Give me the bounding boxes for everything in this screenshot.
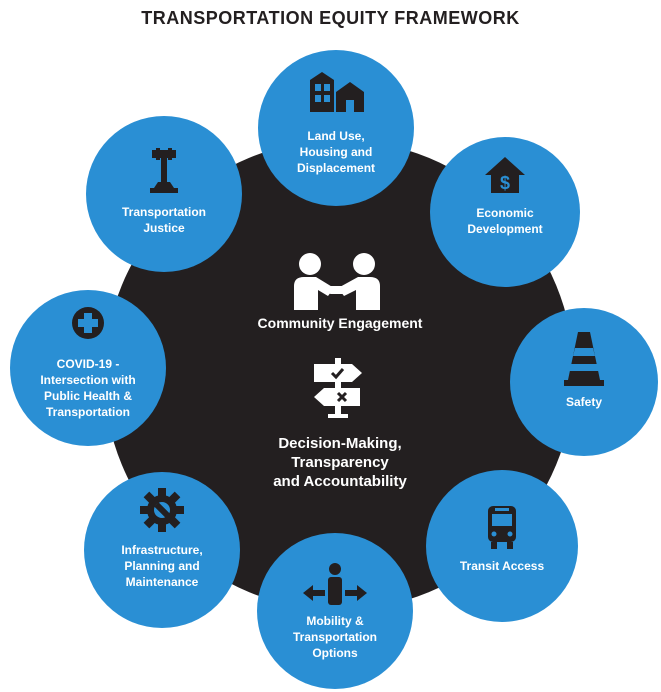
node-transit-access-label: Transit Access	[459, 559, 545, 573]
handshake-icon	[294, 253, 380, 310]
community-engagement-label: Community Engagement	[257, 315, 423, 331]
node-mobility: Mobility & Transportation Options	[257, 533, 413, 689]
node-land-use-label: Land Use, Housing and Displacement	[296, 129, 376, 175]
medical-cross-icon	[72, 307, 104, 339]
node-covid-19-label: COVID-19 - Intersection with Public Heal…	[40, 357, 136, 419]
node-land-use: Land Use, Housing and Displacement	[258, 50, 414, 206]
gavel-icon	[150, 148, 178, 193]
node-mobility-label: Mobility & Transportation Options	[292, 614, 377, 660]
node-covid-19: COVID-19 - Intersection with Public Heal…	[10, 290, 166, 446]
node-infrastructure: Infrastructure, Planning and Maintenance	[84, 472, 240, 628]
svg-text:$: $	[500, 173, 510, 193]
person-arrows-icon	[303, 563, 367, 605]
signpost-icon	[314, 358, 362, 418]
diagram-title: TRANSPORTATION EQUITY FRAMEWORK	[141, 8, 520, 28]
node-safety: Safety	[510, 308, 658, 456]
node-economic-development-label: Economic Development	[467, 206, 543, 236]
node-economic-development: $ Economic Development	[430, 137, 580, 287]
traffic-cone-icon	[564, 332, 604, 386]
node-transportation-justice-label: Transportation Justice	[121, 205, 206, 235]
node-transportation-justice: Transportation Justice	[86, 116, 242, 272]
node-transit-access: Transit Access	[426, 470, 578, 622]
houses-icon	[310, 72, 364, 112]
node-infrastructure-label: Infrastructure, Planning and Maintenance	[121, 543, 203, 589]
node-safety-label: Safety	[565, 395, 603, 409]
bus-icon	[488, 506, 516, 549]
gear-wrench-icon	[140, 488, 184, 532]
decision-making-label: Decision-Making, Transparency and Accoun…	[273, 435, 407, 490]
house-dollar-icon: $	[485, 157, 525, 193]
